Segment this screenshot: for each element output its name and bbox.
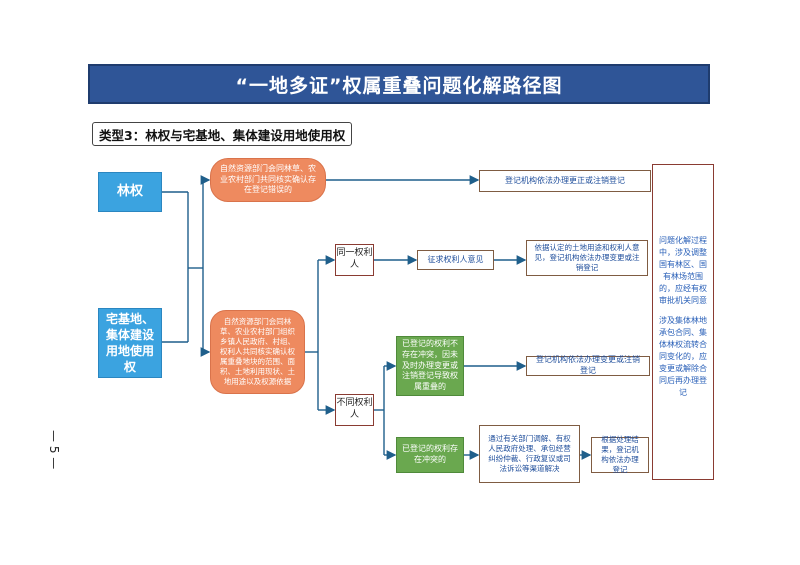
page-number: — 5 — — [47, 430, 61, 470]
mediation-box: 通过有关部门调解、有权人民政府处理、承包经营纠纷仲裁、行政复议或司法诉讼等渠道解… — [479, 425, 580, 483]
change-cancel-same-box: 依据认定的土地用途和权利人意见，登记机构依法办理变更或注销登记 — [526, 240, 648, 276]
side-note-contract-change: 涉及集体林地承包合同、集体林权流转合同变化的，应变更或解除合同后再办理登记 — [659, 316, 707, 397]
side-note-adjust-area: 问题化解过程中，涉及调整国有林区、国有林场范围的，应经有权审批机关同意 — [659, 236, 707, 305]
handle-result-box: 根据处理结果，登记机构依法办理登记 — [591, 435, 649, 474]
diagram-subtitle: 类型3：林权与宅基地、集体建设用地使用权 — [92, 122, 352, 146]
correct-cancel-box: 登记机构依法办理更正或注销登记 — [479, 170, 651, 192]
page-title: “一地多证”权属重叠问题化解路径图 — [88, 64, 710, 104]
joint-verify-box: 自然资源部门会同林草、农业农村部门组织乡镇人民政府、村组、权利人共同核实确认权属… — [210, 310, 305, 394]
registration-error-box: 自然资源部门会同林草、农业农村部门共同核实确认存在登记错误的 — [210, 158, 326, 202]
change-cancel-diff-box: 登记机构依法办理变更或注销登记 — [526, 355, 650, 376]
diff-holder-box: 不同权利人 — [335, 394, 374, 426]
same-holder-box: 同一权利人 — [335, 244, 374, 276]
no-conflict-box: 已登记的权利不存在冲突，因未及时办理变更或注销登记导致权属重叠的 — [396, 336, 464, 396]
seek-opinion-box: 征求权利人意见 — [417, 250, 494, 270]
homestead-box: 宅基地、集体建设用地使用权 — [98, 308, 162, 378]
side-note-panel: 问题化解过程中，涉及调整国有林区、国有林场范围的，应经有权审批机关同意 涉及集体… — [652, 164, 714, 480]
forest-right-box: 林权 — [98, 172, 162, 212]
conflict-box: 已登记的权利存在冲突的 — [396, 437, 464, 473]
